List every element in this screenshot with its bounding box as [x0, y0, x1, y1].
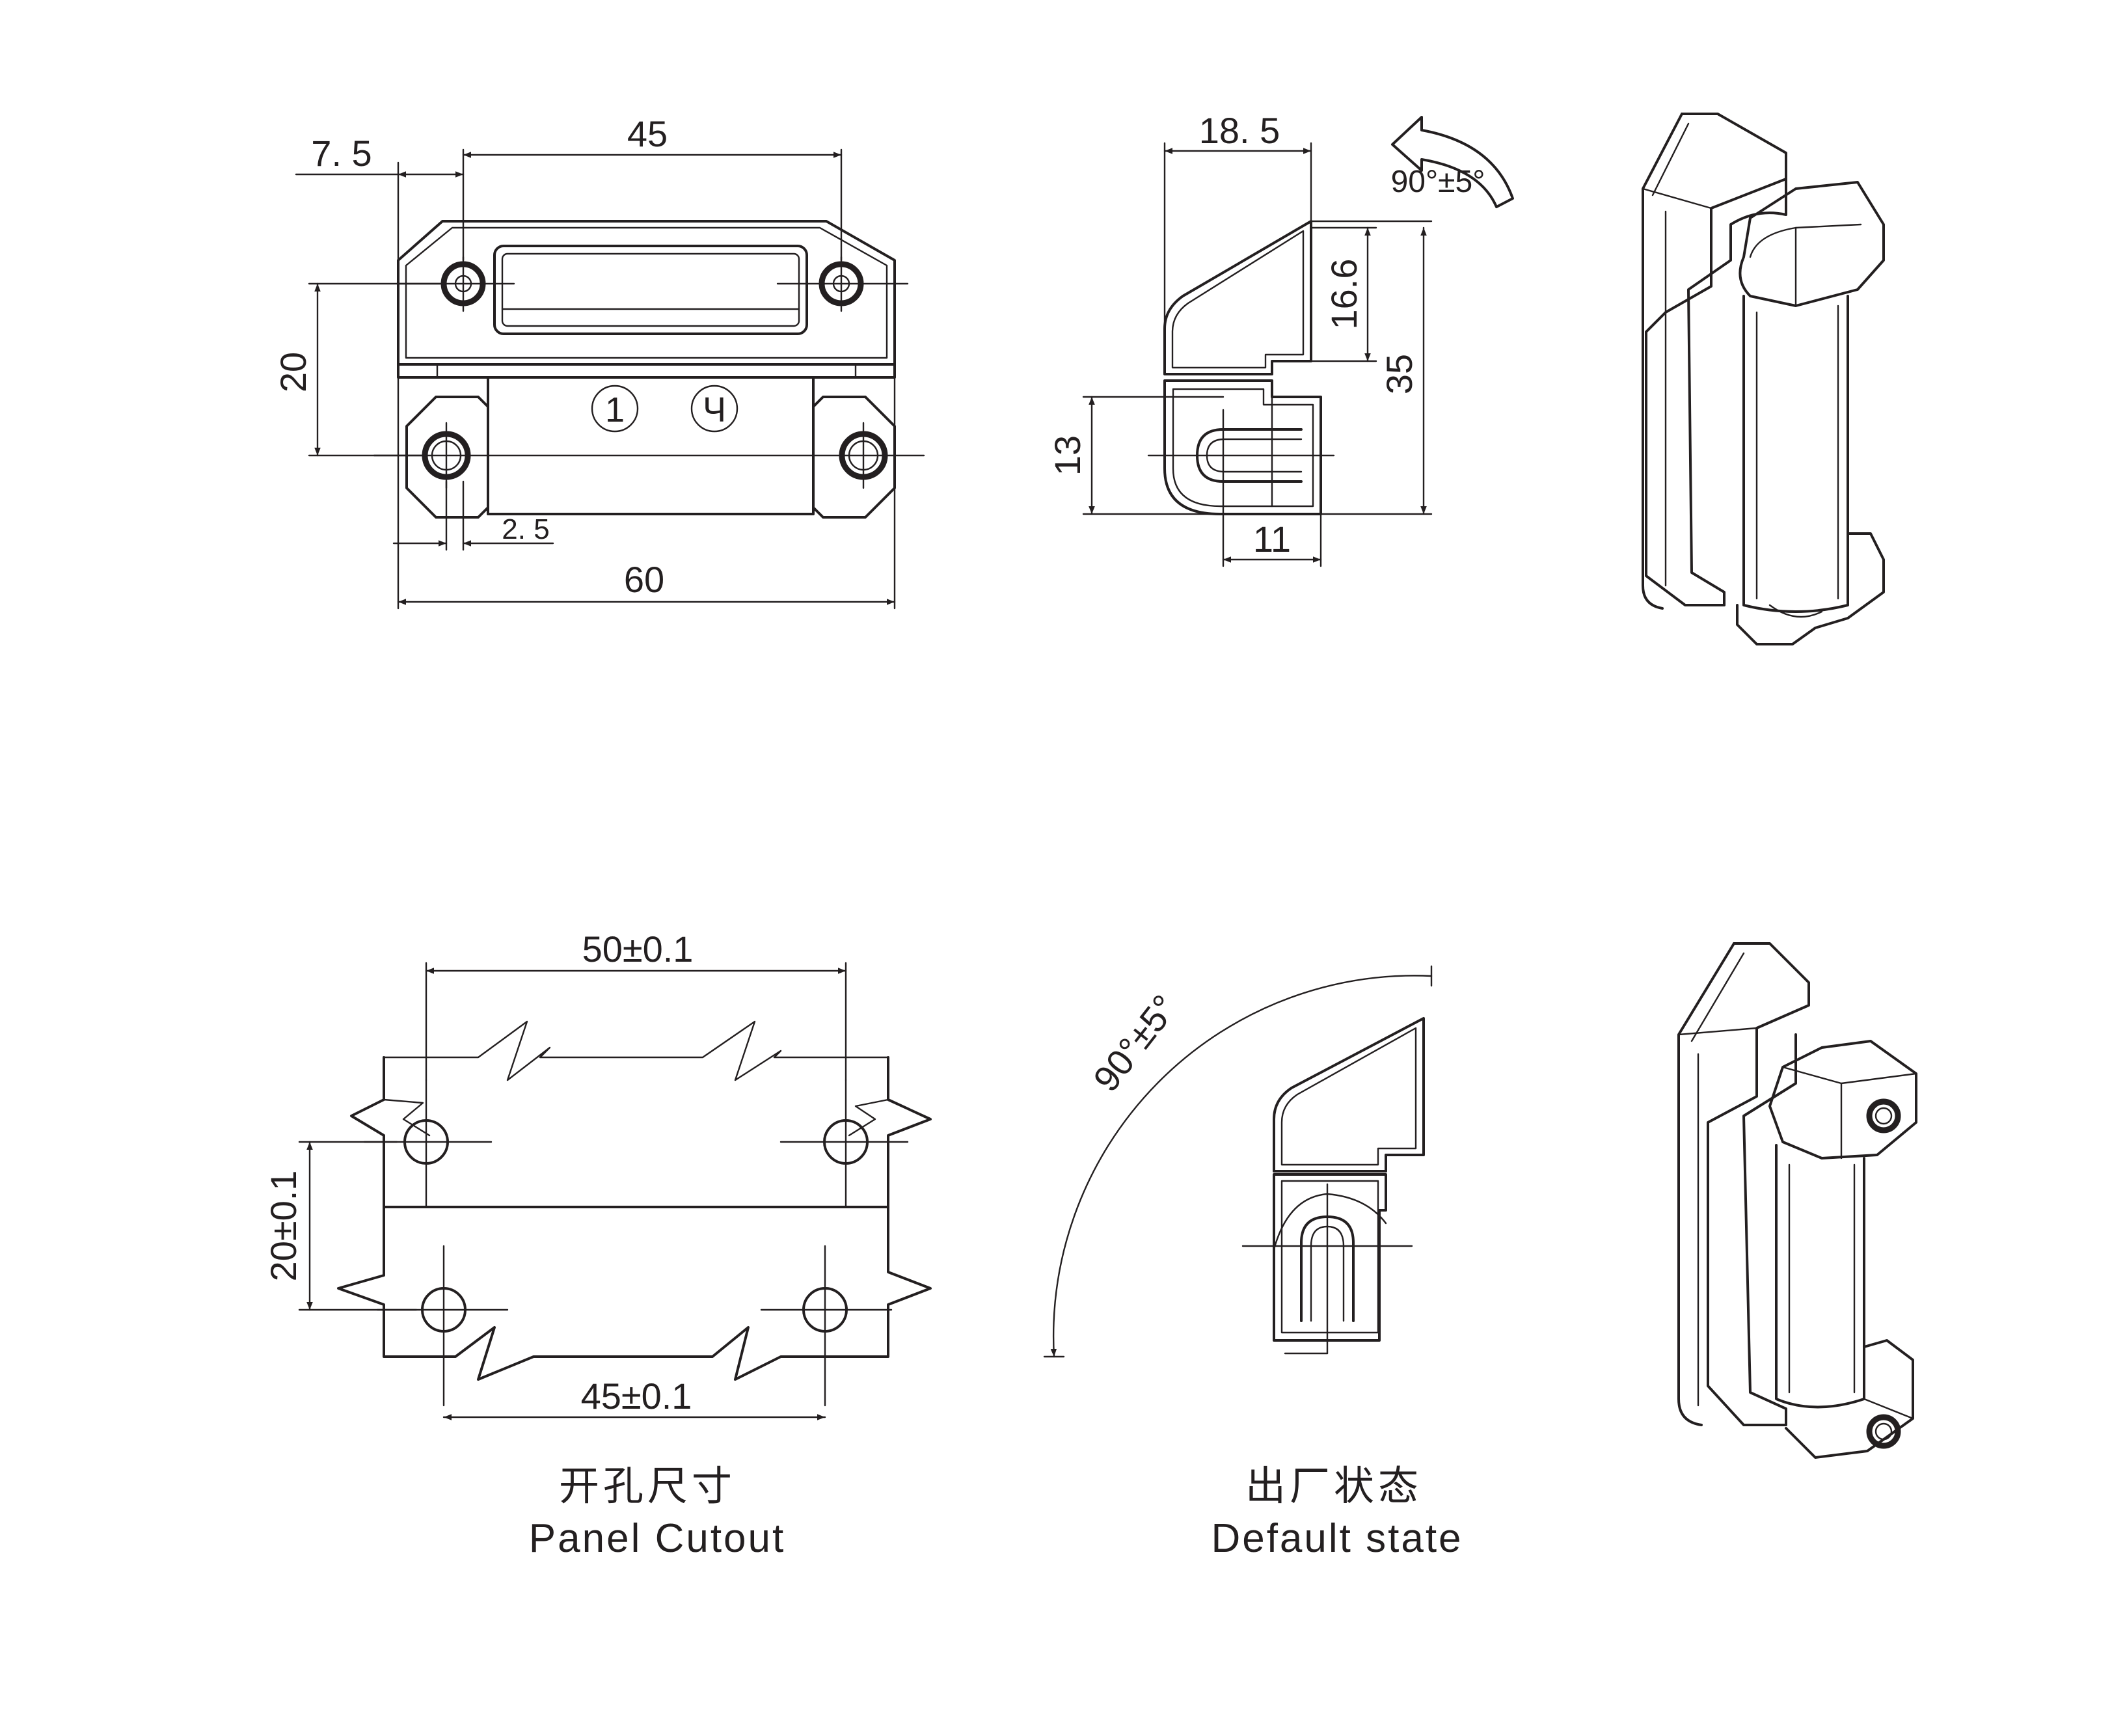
cutout-caption-en: Panel Cutout: [529, 1516, 785, 1561]
dim-18-5: 18. 5: [1199, 110, 1280, 151]
side-view: 90°±5° 18. 5 16.6 35 13 11: [1047, 110, 1514, 567]
hinge-isometric-top: [1642, 113, 1885, 645]
mark-a: 1: [605, 390, 625, 429]
mark-b: Ч: [703, 390, 726, 429]
panel-cutout-view: 50±0.1 20±0.1 45±0.1: [263, 929, 932, 1420]
dim-50: 50±0.1: [582, 929, 694, 970]
front-view: 1 Ч 45 7. 5 20 2. 5 60: [273, 113, 925, 610]
hinge-isometric-bottom: [1677, 942, 1917, 1459]
dim-11: 11: [1253, 519, 1291, 560]
default-state-view: 90°±5°: [1043, 965, 1433, 1358]
default-caption-en: Default state: [1211, 1516, 1463, 1561]
dim-13: 13: [1047, 435, 1088, 476]
default-rotation: 90°±5°: [1085, 987, 1185, 1099]
cutout-caption-cn: 开孔尺寸: [559, 1462, 736, 1510]
dim-2-5: 2. 5: [502, 513, 549, 545]
dim-45-cut: 45±0.1: [581, 1376, 692, 1417]
dim-35: 35: [1379, 354, 1420, 394]
dim-60: 60: [624, 559, 664, 600]
dim-16-6: 16.6: [1323, 259, 1364, 330]
side-rotation: 90°±5°: [1391, 165, 1485, 199]
dim-45: 45: [627, 113, 668, 154]
dim-20-cut: 20±0.1: [263, 1171, 304, 1282]
dim-20: 20: [273, 352, 314, 392]
default-caption-cn: 出厂状态: [1245, 1462, 1422, 1510]
dim-7-5: 7. 5: [311, 133, 372, 174]
